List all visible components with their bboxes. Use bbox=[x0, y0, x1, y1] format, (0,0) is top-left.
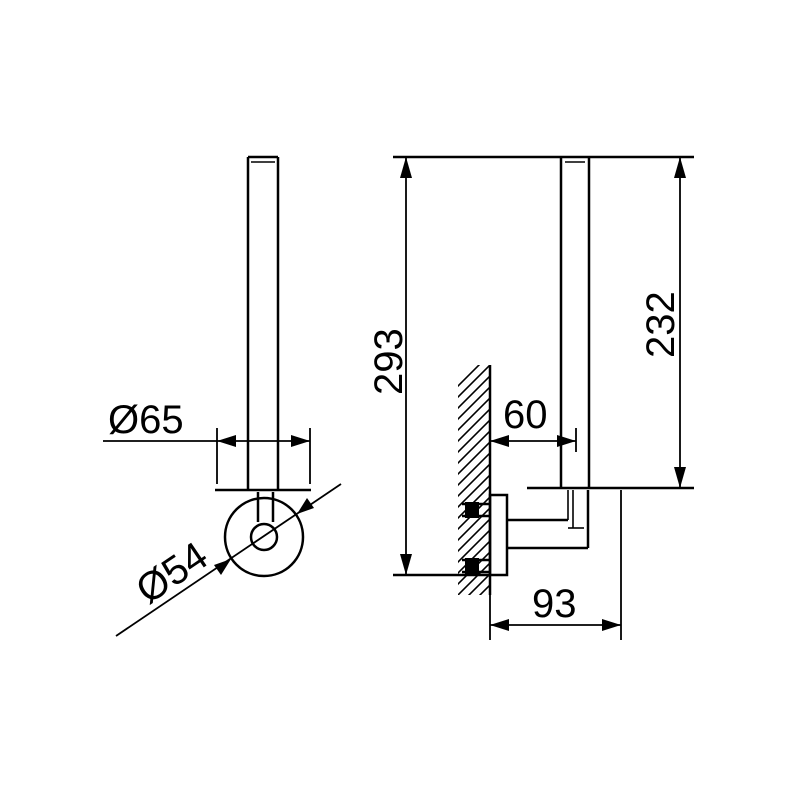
wall-hatch-line bbox=[458, 396, 490, 432]
dia65-label: Ø65 bbox=[108, 398, 184, 442]
dim-232-line bbox=[674, 157, 686, 488]
wall-hatch-line bbox=[458, 462, 490, 498]
wall-hatch-line bbox=[458, 561, 490, 595]
wall-hatch-line bbox=[458, 506, 490, 542]
wall-hatch-line bbox=[458, 517, 490, 553]
wall-hatch-line bbox=[450, 636, 494, 680]
dim-60-label: 60 bbox=[503, 393, 548, 437]
dia65-dimension-line bbox=[103, 435, 310, 447]
dia54-dimension-line bbox=[115, 483, 342, 637]
wall-hatch-line bbox=[458, 365, 490, 399]
dim-93-line bbox=[489, 490, 622, 640]
dia54-label: Ø54 bbox=[128, 534, 215, 613]
wall-hatch-line bbox=[458, 418, 490, 454]
wall-hatch-line bbox=[458, 429, 490, 465]
wall-hatch-line bbox=[450, 603, 494, 647]
wall-hatch-line bbox=[458, 440, 490, 476]
dim-60-line bbox=[490, 428, 577, 452]
side-arm bbox=[507, 490, 590, 550]
wall-hatch-line bbox=[489, 594, 490, 595]
wall-screw-top bbox=[462, 502, 490, 518]
wall-hatch-line bbox=[450, 625, 494, 669]
wall-hatch-line bbox=[450, 614, 494, 658]
wall-hatch-line bbox=[458, 385, 490, 421]
wall-hatch-line bbox=[478, 583, 490, 595]
wall-hatch-line bbox=[458, 365, 481, 388]
dim-232-label: 232 bbox=[639, 291, 683, 358]
front-view: Ø65 Ø54 bbox=[103, 155, 342, 637]
side-view: 293 232 60 93 bbox=[367, 155, 694, 680]
dim-293-line bbox=[400, 157, 412, 575]
front-rod bbox=[246, 155, 280, 490]
wall-hatch-line bbox=[458, 528, 490, 564]
wall-hatch-line bbox=[458, 374, 490, 410]
wall-hatch-line bbox=[458, 407, 490, 443]
wall-hatch-line bbox=[458, 473, 490, 509]
wall-screw-bottom bbox=[462, 558, 490, 574]
wall-hatch-line bbox=[467, 572, 490, 595]
side-wall-plate bbox=[488, 493, 509, 577]
front-round-base bbox=[223, 492, 305, 578]
side-rod bbox=[559, 157, 591, 488]
wall-hatch-line bbox=[458, 451, 490, 487]
dim-93-label: 93 bbox=[532, 582, 577, 626]
dim-293-label: 293 bbox=[367, 328, 411, 395]
